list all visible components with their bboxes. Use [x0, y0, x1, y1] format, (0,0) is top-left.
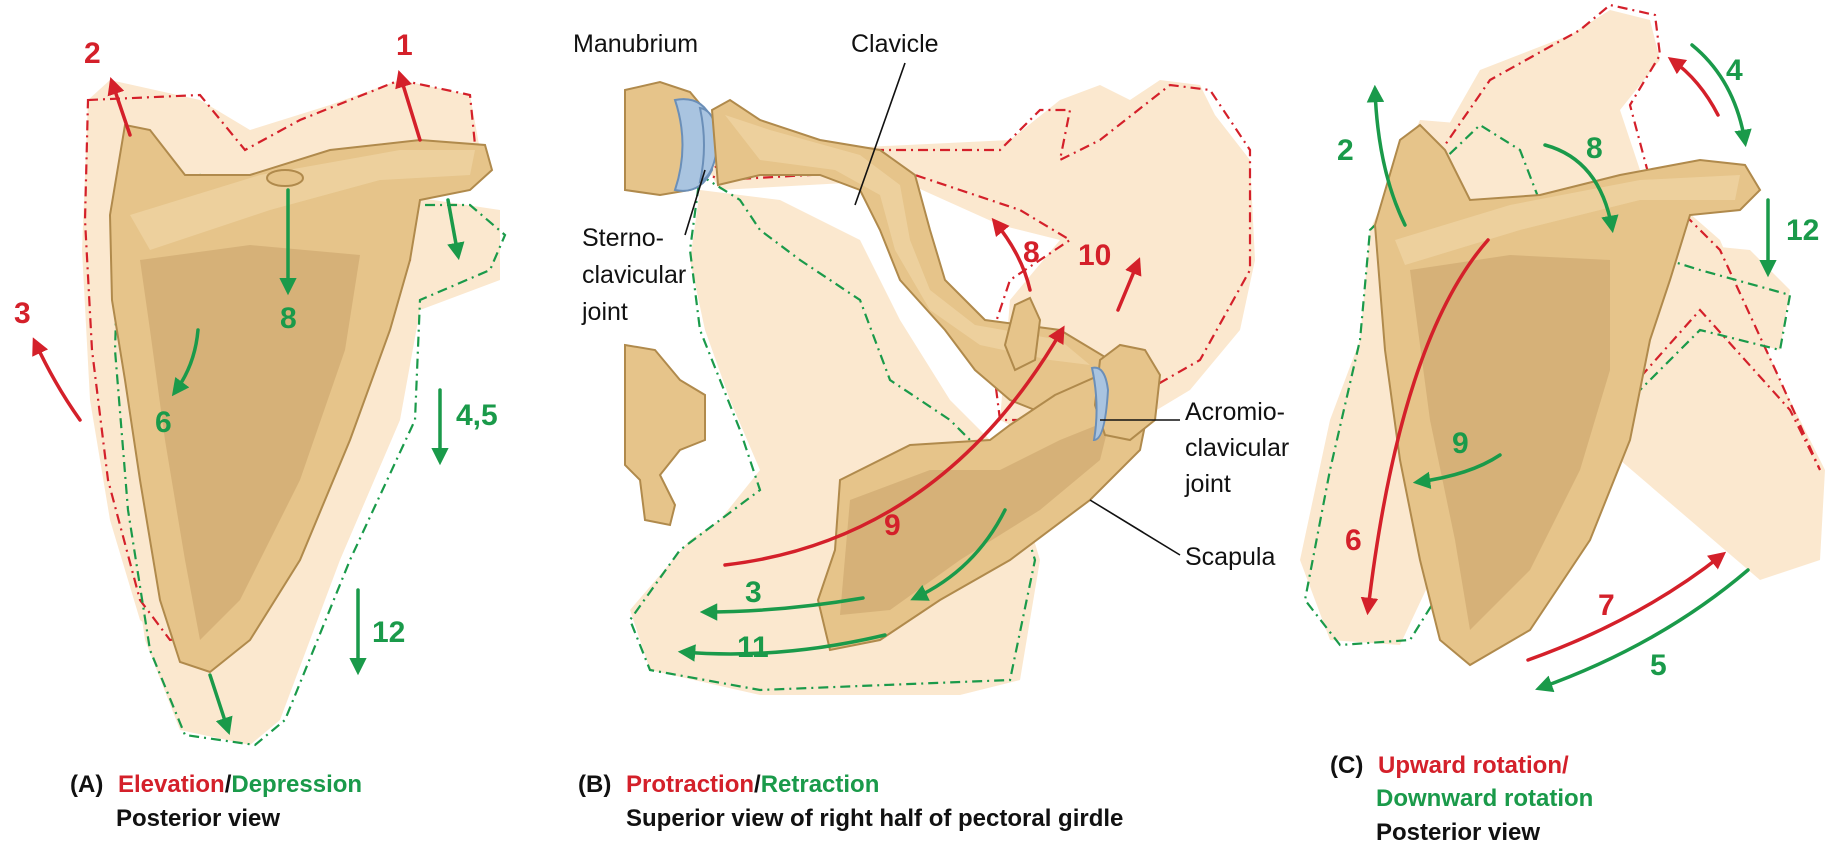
- panel-b-title-green: Retraction: [761, 771, 880, 798]
- panel-b-retracted-outline: [628, 173, 1037, 692]
- panel-b-label-acromio-3: joint: [1184, 470, 1231, 498]
- panel-c-num-5: 5: [1650, 649, 1667, 682]
- panel-c-arrow-7: [1526, 551, 1727, 662]
- panel-b-leader-clavicle: [854, 62, 906, 206]
- panel-c-title-green: Downward rotation: [1376, 785, 1593, 812]
- panel-b-coracoid: [1003, 296, 1042, 372]
- panel-c-scapula-shade: [1410, 255, 1610, 630]
- panel-b-clavicle-highlight: [725, 115, 1090, 365]
- panel-b-caption: (B) Protraction/Retraction: [578, 771, 879, 798]
- panel-c: 2 8 4 12 9 6 7 5 (C) Upward rotation/ Do…: [1300, 3, 1825, 846]
- panel-c-arrow-4-red: [1667, 56, 1720, 117]
- panel-b-label-scapula: Scapula: [1185, 543, 1275, 571]
- panel-c-arrow-6: [1360, 238, 1490, 616]
- panel-b-leader-scapula: [1089, 499, 1181, 556]
- panel-a-num-2: 2: [84, 37, 101, 70]
- panel-c-num-2: 2: [1337, 134, 1354, 167]
- panel-a-arrow-1: [395, 69, 422, 142]
- panel-a-num-8: 8: [280, 302, 297, 335]
- panel-a-num-1: 1: [396, 29, 413, 62]
- panel-c-num-4: 4: [1726, 54, 1743, 87]
- panel-c-caption: (C) Upward rotation/: [1330, 752, 1569, 779]
- panel-b-arrow-10: [1116, 257, 1142, 312]
- panel-b-num-3: 3: [745, 576, 762, 609]
- panel-b-arrow-9: [723, 325, 1065, 567]
- panel-c-subtitle: Posterior view: [1376, 819, 1540, 846]
- panel-c-arrow-2: [1366, 84, 1407, 227]
- panel-c-arrow-9: [1412, 453, 1502, 490]
- panel-a-arrow-inferior-angle: [208, 673, 233, 735]
- panel-a-arrow-2: [107, 77, 132, 137]
- panel-b-arrow-3: [699, 596, 865, 621]
- panel-a-caption: (A) Elevation/Depression: [70, 771, 362, 798]
- panel-b-num-10: 10: [1078, 239, 1111, 272]
- panel-c-num-9: 9: [1452, 427, 1469, 460]
- panel-c-arrow-5: [1535, 568, 1750, 693]
- panel-a-num-3: 3: [14, 297, 31, 330]
- panel-b-arrow-11: [677, 633, 887, 662]
- panel-a-title-red: Elevation: [118, 771, 225, 798]
- panel-b-label-sterno-3: joint: [581, 298, 628, 326]
- panel-a-arrow-down-acromion: [446, 198, 465, 261]
- panel-b-label-clavicle: Clavicle: [851, 30, 939, 58]
- panel-a-depressed-outline: [113, 173, 507, 747]
- panel-b-title-red: Protraction: [626, 771, 754, 798]
- panel-a-slash: /: [225, 771, 232, 798]
- panel-b-protracted-outline: [696, 83, 1252, 422]
- panel-b-letter: (B): [578, 771, 611, 798]
- panel-b-slash: /: [754, 771, 761, 798]
- panel-b-num-11: 11: [737, 631, 769, 664]
- panel-b-num-9: 9: [884, 509, 901, 542]
- panel-a-title-green: Depression: [231, 771, 362, 798]
- panel-c-letter: (C): [1330, 752, 1363, 779]
- panel-a-spine-highlight: [130, 150, 475, 250]
- panel-b-vertebra: [624, 343, 706, 527]
- panel-c-spine-highlight: [1395, 175, 1740, 265]
- panel-c-num-12: 12: [1786, 214, 1819, 247]
- panel-c-title-red: Upward rotation/: [1378, 752, 1569, 779]
- panel-c-num-7: 7: [1598, 589, 1615, 622]
- panel-c-arrow-8: [1543, 143, 1619, 234]
- panel-b-leader-sterno: [684, 169, 706, 236]
- panel-b-label-sterno-1: Sterno-: [582, 224, 664, 252]
- panel-a-num-45: 4,5: [456, 399, 498, 432]
- panel-a-arrow-6: [171, 328, 200, 397]
- panel-a: 1 2 3 8 6 4,5 12 (A) Elevation/Depressio…: [14, 29, 507, 832]
- panel-b-subtitle: Superior view of right half of pectoral …: [626, 805, 1123, 832]
- panel-a-num-12: 12: [372, 616, 405, 649]
- panel-b-arrow-8: [991, 217, 1032, 292]
- panel-b-arrow-retract-scapula: [910, 508, 1007, 601]
- panel-c-num-8: 8: [1586, 132, 1603, 165]
- panel-b-scapula-shade: [840, 420, 1110, 615]
- panel-a-arrow-3: [32, 337, 82, 422]
- panel-a-coracoid: [266, 169, 304, 187]
- panel-b-label-acromio-1: Acromio-: [1185, 398, 1285, 426]
- panel-b: 8 10 9 3 11 Manubrium Clavicle Sterno- c…: [573, 30, 1289, 832]
- panel-c-num-6: 6: [1345, 524, 1362, 557]
- panel-a-subtitle: Posterior view: [116, 805, 280, 832]
- panel-a-letter: (A): [70, 771, 103, 798]
- panel-a-num-6: 6: [155, 406, 172, 439]
- panel-b-label-manubrium: Manubrium: [573, 30, 698, 58]
- panel-c-arrow-4-green: [1690, 43, 1752, 148]
- panel-b-num-8: 8: [1023, 236, 1040, 269]
- panel-b-label-acromio-2: clavicular: [1185, 434, 1289, 462]
- panel-b-label-sterno-2: clavicular: [582, 261, 686, 289]
- panel-b-acromioclavicular-cartilage: [1090, 366, 1110, 442]
